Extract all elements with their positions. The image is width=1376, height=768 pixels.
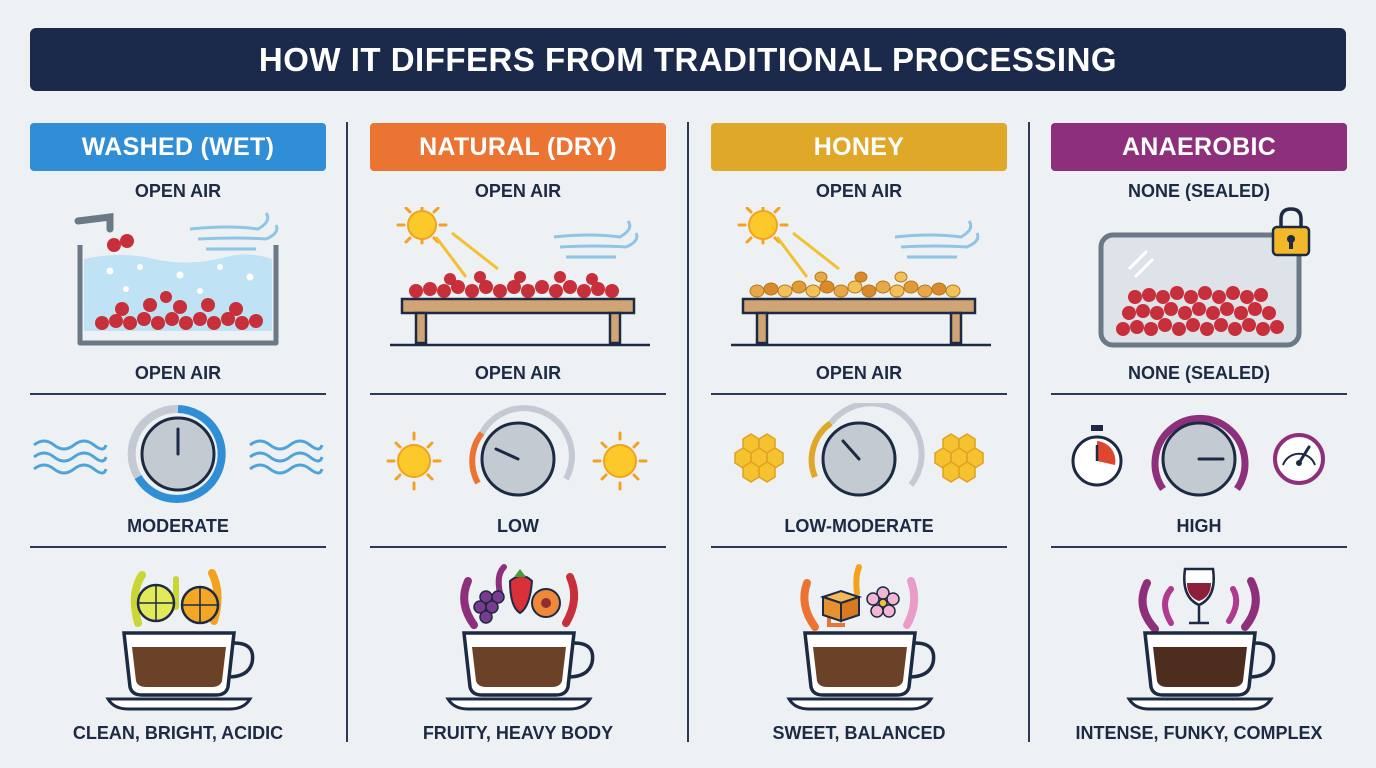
column-washed: WASHED (WET) OPEN AIR bbox=[30, 123, 326, 753]
coffee-cup-icon bbox=[445, 631, 595, 711]
column-anaerobic: ANAEROBIC NONE (SEALED) bbox=[1051, 123, 1347, 753]
honeycomb-icon bbox=[934, 433, 984, 483]
washed-tank-illustration bbox=[30, 207, 326, 353]
temperature-illustration bbox=[1051, 403, 1347, 505]
sun-icon bbox=[396, 207, 499, 278]
oxygen-label-bottom: OPEN AIR bbox=[815, 363, 903, 383]
sun-icon bbox=[592, 431, 648, 491]
honey-beans bbox=[749, 271, 961, 298]
water-waves-icon bbox=[249, 439, 324, 475]
temperature-dial-icon bbox=[469, 405, 575, 497]
column-natural: NATURAL (DRY) OPEN AIR bbox=[370, 123, 666, 753]
lock-icon bbox=[1271, 207, 1311, 257]
wine-glass-icon bbox=[1183, 567, 1215, 625]
oxygen-label-bottom: OPEN AIR bbox=[474, 363, 562, 383]
flavor-label: INTENSE, FUNKY, COMPLEX bbox=[1075, 723, 1323, 743]
oxygen-label-top: OPEN AIR bbox=[134, 181, 222, 201]
method-header-anaerobic: ANAEROBIC bbox=[1051, 123, 1347, 171]
oxygen-label-bottom: OPEN AIR bbox=[134, 363, 222, 383]
section-divider bbox=[1051, 393, 1347, 395]
coffee-cherries bbox=[409, 271, 619, 298]
flavor-label: FRUITY, HEAVY BODY bbox=[422, 723, 614, 743]
section-divider bbox=[1051, 546, 1347, 548]
pressure-gauge-icon bbox=[1273, 433, 1325, 485]
flavor-illustration bbox=[370, 563, 666, 713]
title-banner: HOW IT DIFFERS FROM TRADITIONAL PROCESSI… bbox=[30, 28, 1346, 91]
temperature-label: LOW-MODERATE bbox=[784, 516, 934, 536]
column-honey: HONEY OPEN AIR bbox=[711, 123, 1007, 753]
temperature-dial-icon bbox=[808, 403, 925, 497]
sealed-tank-icon bbox=[1098, 232, 1302, 348]
oxygen-label-top: NONE (SEALED) bbox=[1127, 181, 1270, 201]
temperature-illustration bbox=[711, 403, 1007, 505]
drying-bed-illustration bbox=[370, 207, 666, 353]
wine-splash-icon bbox=[1138, 567, 1260, 633]
drying-bed-illustration bbox=[711, 207, 1007, 353]
sun-icon bbox=[737, 207, 840, 278]
section-divider bbox=[711, 393, 1007, 395]
temperature-label: LOW bbox=[497, 516, 539, 536]
temperature-dial-icon bbox=[127, 404, 226, 503]
temperature-dial-icon bbox=[1151, 414, 1249, 497]
temperature-label: MODERATE bbox=[127, 516, 229, 536]
section-divider bbox=[370, 546, 666, 548]
page-title: HOW IT DIFFERS FROM TRADITIONAL PROCESSI… bbox=[258, 40, 1118, 78]
method-header-honey: HONEY bbox=[711, 123, 1007, 171]
flavor-illustration bbox=[30, 563, 326, 713]
drying-table-icon bbox=[731, 297, 991, 347]
coffee-cup-icon bbox=[1126, 631, 1276, 711]
sun-icon bbox=[386, 431, 442, 491]
column-divider bbox=[687, 122, 689, 742]
section-divider bbox=[30, 546, 326, 548]
flower-icon bbox=[866, 586, 900, 618]
fruit-splash-icon bbox=[460, 564, 579, 629]
flavor-illustration bbox=[1051, 563, 1347, 713]
section-divider bbox=[711, 546, 1007, 548]
temperature-illustration bbox=[30, 403, 326, 505]
flavor-label: CLEAN, BRIGHT, ACIDIC bbox=[72, 723, 284, 743]
flavor-label: SWEET, BALANCED bbox=[772, 723, 946, 743]
method-header-washed: WASHED (WET) bbox=[30, 123, 326, 171]
oxygen-label-top: OPEN AIR bbox=[815, 181, 903, 201]
wind-icon bbox=[894, 220, 980, 259]
citrus-splash-icon bbox=[130, 569, 222, 627]
honeycomb-icon bbox=[734, 433, 784, 483]
water-tank-icon bbox=[74, 212, 279, 346]
water-waves-icon bbox=[33, 439, 108, 475]
stopwatch-icon bbox=[1071, 425, 1123, 487]
temperature-label: HIGH bbox=[1176, 516, 1222, 536]
oxygen-label-top: OPEN AIR bbox=[474, 181, 562, 201]
sugar-cube-icon bbox=[819, 589, 863, 623]
sealed-tank-illustration bbox=[1051, 207, 1347, 353]
method-header-natural: NATURAL (DRY) bbox=[370, 123, 666, 171]
column-divider bbox=[346, 122, 348, 742]
flavor-illustration bbox=[711, 563, 1007, 713]
oxygen-label-bottom: NONE (SEALED) bbox=[1127, 363, 1270, 383]
coffee-cup-icon bbox=[105, 631, 255, 711]
section-divider bbox=[370, 393, 666, 395]
coffee-cup-icon bbox=[786, 631, 936, 711]
column-divider bbox=[1028, 122, 1030, 742]
drying-table-icon bbox=[390, 297, 650, 347]
wind-icon bbox=[553, 220, 639, 259]
temperature-illustration bbox=[370, 403, 666, 505]
section-divider bbox=[30, 393, 326, 395]
sweet-splash-icon bbox=[800, 564, 919, 631]
